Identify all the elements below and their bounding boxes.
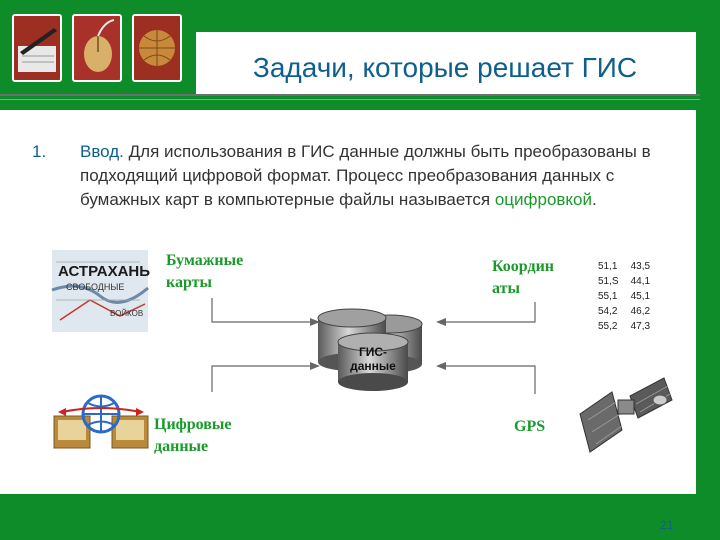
page-number: 21 <box>660 518 674 532</box>
coord-lon: 47,3 <box>630 321 651 332</box>
coord-lat: 51,1 <box>598 261 618 272</box>
map-sub: СВОБОДНЫЕ <box>66 282 124 292</box>
connector-maps <box>211 298 312 323</box>
coord-lat: 55,1 <box>598 291 618 302</box>
label-paper-maps: Бумажные карты <box>166 252 244 291</box>
label-gps: GPS <box>514 418 546 435</box>
coord-row: 54,2 46,2 <box>598 305 660 318</box>
coord-lon: 43,5 <box>630 261 651 272</box>
database-icon: ГИС- данные <box>317 308 423 391</box>
globe-photo-icon <box>132 14 182 82</box>
coord-row: 51,S 44,1 <box>598 275 660 288</box>
arrow-right-top <box>310 318 320 326</box>
mouse-photo-icon <box>72 14 122 82</box>
map-title: АСТРАХАНЬ <box>58 263 150 280</box>
satellite-icon <box>579 377 673 453</box>
coord-lat: 55,2 <box>598 321 618 332</box>
arrow-right-bottom <box>310 362 320 370</box>
header-rule <box>0 94 700 96</box>
db-label-line1: ГИС- <box>359 345 387 359</box>
coord-lat: 54,2 <box>598 306 618 317</box>
title-box <box>196 32 696 94</box>
item-text: Для использования в ГИС данные должны бы… <box>80 142 651 209</box>
item-term: оцифровкой <box>494 190 593 209</box>
coord-row: 55,2 47,3 <box>598 320 660 333</box>
connector-coords <box>444 302 536 323</box>
pen-photo-icon <box>12 14 62 82</box>
coord-lon: 45,1 <box>630 291 651 302</box>
arrow-left-bottom <box>436 362 446 370</box>
footer-band <box>0 494 720 540</box>
right-strip <box>696 110 720 494</box>
coord-row: 55,1 45,1 <box>598 290 660 303</box>
slide-title: Задачи, которые решает ГИС <box>252 52 638 83</box>
header-rule-thin <box>0 99 700 100</box>
item-lead: Ввод. <box>80 142 124 161</box>
connector-digital <box>211 365 312 392</box>
body-text: 1. Ввод. Для использования в ГИС данные … <box>32 140 662 212</box>
db-label-line2: данные <box>350 359 396 373</box>
connector-gps <box>444 365 536 394</box>
coord-lon: 44,1 <box>630 276 651 287</box>
arrow-left-top <box>436 318 446 326</box>
coord-lat: 51,S <box>598 276 619 287</box>
networked-computers-icon <box>52 394 152 460</box>
coord-row: 51,1 43,5 <box>598 260 660 273</box>
map-side: ВОЙКОВ <box>110 309 143 318</box>
item-end: . <box>592 190 597 209</box>
label-digital-data: Цифровые данные <box>154 416 232 455</box>
coordinates-table: 51,1 43,5 51,S 44,1 55,1 45,1 54,2 46,2 55,2 47,3 <box>596 258 662 335</box>
item-number: 1. <box>32 142 47 161</box>
connectors <box>211 298 536 394</box>
arrowheads <box>310 318 446 370</box>
item-paragraph: Ввод. Для использования в ГИС данные дол… <box>80 140 662 212</box>
paper-map-icon: АСТРАХАНЬ СВОБОДНЫЕ ВОЙКОВ <box>51 250 150 332</box>
coord-lon: 46,2 <box>630 306 651 317</box>
nav-marker <box>706 91 720 103</box>
label-coordinates: Координ аты <box>492 258 555 297</box>
